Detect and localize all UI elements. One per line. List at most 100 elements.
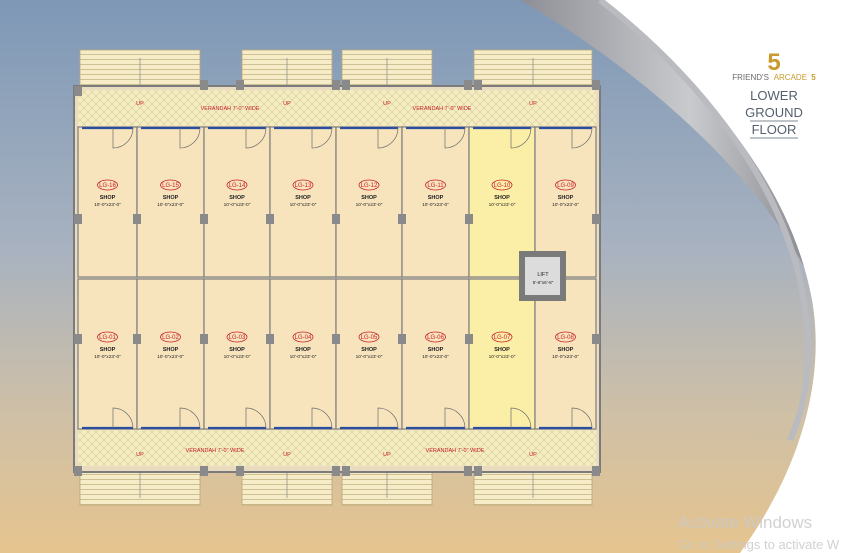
- shop-size: 10'-0"x23'-0": [422, 354, 449, 360]
- column-pillar: [236, 466, 244, 476]
- stair-up-label: UP: [283, 101, 291, 107]
- shop-size: 10'-0"x23'-0": [356, 202, 383, 208]
- shop-size: 10'-0"x23'-0": [290, 354, 317, 360]
- shop-label: SHOP: [100, 195, 116, 201]
- column-pillar: [200, 334, 208, 344]
- shop-size: 10'-0"x23'-0": [224, 354, 251, 360]
- shop-id: LG-09: [557, 183, 574, 189]
- shop-floor: [77, 126, 138, 278]
- shop-size: 10'-0"x23'-0": [94, 354, 121, 360]
- verandah-label: VERANDAH 7'-0" WIDE: [413, 106, 472, 112]
- column-pillar: [342, 466, 350, 476]
- lift: LIFT 5'-6"x6'-6": [519, 251, 566, 301]
- stair-up-label: UP: [529, 452, 537, 458]
- column-pillar: [592, 466, 600, 476]
- lift-car: [525, 257, 560, 295]
- stair-up-label: UP: [283, 452, 291, 458]
- column-pillar: [332, 466, 340, 476]
- shop-id: LG-07: [494, 335, 511, 341]
- shop-label: SHOP: [229, 195, 245, 201]
- shop-id-badge: [555, 179, 576, 191]
- shops-layer: LG-16SHOP10'-0"x23'-0"LG-15SHOP10'-0"x23…: [74, 80, 600, 476]
- column-pillar: [74, 334, 82, 344]
- shop-label: SHOP: [494, 195, 510, 201]
- shop-id: LG-15: [162, 183, 179, 189]
- door-swing-icon: [112, 127, 134, 149]
- lift-size: 5'-6"x6'-6": [533, 280, 554, 285]
- door-swing-icon: [179, 407, 201, 429]
- shop-floor: [269, 278, 337, 430]
- shop-label: SHOP: [229, 347, 245, 353]
- shop-id-badge: [425, 179, 446, 191]
- stair-up-label: UP: [383, 452, 391, 458]
- shop-id: LG-06: [427, 335, 444, 341]
- shop-id-badge: [292, 179, 314, 191]
- verandah-labels: UP VERANDAH 7'-0" WIDE UP UP VERANDAH 7'…: [136, 101, 537, 458]
- column-pillar: [592, 214, 600, 224]
- door-swing-icon: [377, 127, 399, 149]
- door-swing-icon: [311, 127, 333, 149]
- door-swing-icon: [444, 407, 466, 429]
- watermark-line-1: Activate Windows: [678, 513, 812, 532]
- column-pillar: [592, 334, 600, 344]
- door-swing-icon: [245, 127, 267, 149]
- watermark-line-2: Go to Settings to activate W: [678, 537, 840, 552]
- shop-id-badge: [97, 179, 118, 191]
- column-pillar: [332, 334, 340, 344]
- shop-id-badge: [358, 179, 380, 191]
- column-pillar: [74, 466, 82, 476]
- verandah-label: VERANDAH 7'-0" WIDE: [426, 448, 485, 454]
- shop-floor: [401, 126, 470, 278]
- shop-id: LG-03: [229, 335, 246, 341]
- shop-size: 10'-0"x23'-0": [157, 354, 184, 360]
- shop-label: SHOP: [428, 195, 444, 201]
- floor-title-line-3: FLOOR: [752, 122, 797, 137]
- column-pillar: [236, 80, 244, 90]
- shop-label: SHOP: [558, 347, 574, 353]
- shop-floor: [335, 278, 403, 430]
- shop-label: SHOP: [428, 347, 444, 353]
- column-pillar: [465, 214, 473, 224]
- shop-id-badge: [292, 331, 314, 343]
- shop-label: SHOP: [361, 347, 377, 353]
- shop-label: SHOP: [100, 347, 116, 353]
- shop-floor: [269, 126, 337, 278]
- column-pillar: [266, 214, 274, 224]
- column-pillar: [474, 466, 482, 476]
- shop-size: 10'-0"x23'-0": [94, 202, 121, 208]
- shop-size: 10'-0"x23'-0": [356, 354, 383, 360]
- column-pillar: [200, 80, 208, 90]
- shop-label: SHOP: [558, 195, 574, 201]
- column-pillar: [332, 214, 340, 224]
- column-pillar: [332, 80, 340, 90]
- brand-block: 5 FRIEND'S ARCADE 5 LOWER GROUND FLOOR: [732, 49, 816, 139]
- shop-label: SHOP: [494, 347, 510, 353]
- column-pillar: [200, 214, 208, 224]
- door-swing-icon: [571, 407, 593, 429]
- brand-name-prefix: FRIEND'S: [732, 73, 769, 82]
- column-pillar: [133, 334, 141, 344]
- shop-floor: [534, 278, 597, 430]
- shop-id-badge: [491, 331, 513, 343]
- shop-floor: [203, 278, 271, 430]
- door-swing-icon: [444, 127, 466, 149]
- brand-name-digit: 5: [811, 73, 816, 82]
- verandah-label: VERANDAH 7'-0" WIDE: [186, 448, 245, 454]
- shop-size: 10'-0"x23'-0": [552, 202, 579, 208]
- shop-id-badge: [97, 331, 118, 343]
- shop-size: 10'-0"x23'-0": [157, 202, 184, 208]
- shop-size: 10'-0"x23'-0": [224, 202, 251, 208]
- door-swing-icon: [377, 407, 399, 429]
- shop-id: LG-13: [295, 183, 312, 189]
- stair-up-label: UP: [529, 101, 537, 107]
- door-swing-icon: [571, 127, 593, 149]
- shop-id: LG-10: [494, 183, 511, 189]
- shop-id-badge: [226, 331, 248, 343]
